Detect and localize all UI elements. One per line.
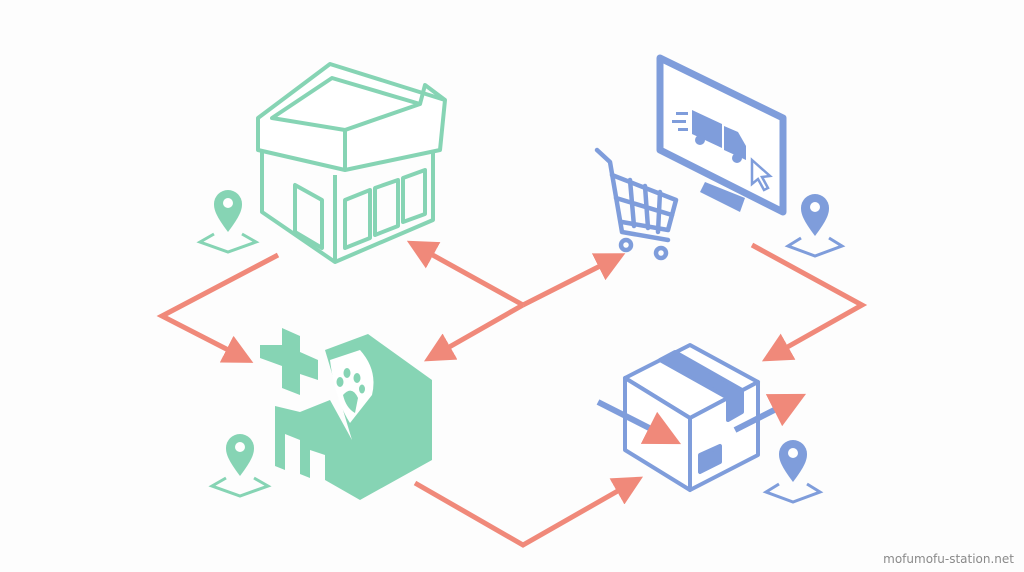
- animal-clinic-icon: [260, 328, 432, 500]
- location-pin-icon: [762, 440, 824, 504]
- location-pin-icon: [208, 434, 272, 498]
- location-pin-icon: [784, 194, 846, 258]
- paw-print-icon: [336, 368, 365, 413]
- arrow-clinic-to-box: [413, 476, 644, 548]
- arrow-hub-to-store: [406, 240, 525, 308]
- delivery-truck-icon: [672, 110, 746, 163]
- watermark: mofumofu-station.net: [883, 552, 1014, 566]
- shopping-cart-icon: [594, 147, 679, 261]
- online-shop-monitor-icon: [656, 54, 787, 216]
- arrow-store-to-clinic: [156, 252, 280, 363]
- cursor-icon: [750, 157, 773, 192]
- flow-arrows: [156, 240, 868, 548]
- location-pin-icon: [196, 190, 260, 254]
- store-icon: [256, 62, 447, 264]
- arrow-monitor-to-box: [750, 242, 868, 362]
- delivery-box-icon: [596, 343, 807, 492]
- arrow-hub-to-clinic: [423, 302, 525, 362]
- arrow-hub-to-cart: [521, 253, 626, 308]
